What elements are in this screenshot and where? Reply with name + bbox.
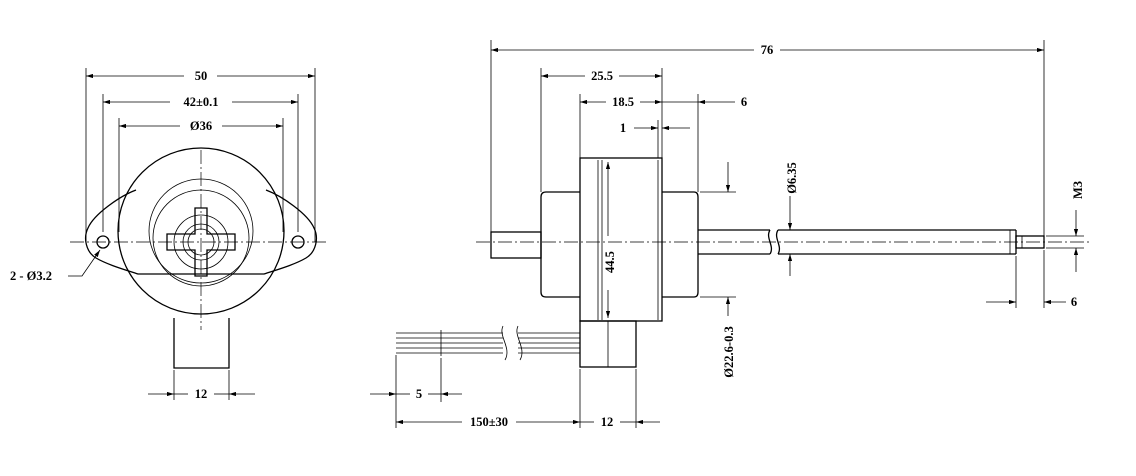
dim-body-length: 18.5 bbox=[612, 95, 634, 109]
thread-tip bbox=[1015, 235, 1045, 249]
motor-body-side bbox=[579, 157, 663, 322]
dim-front-boss: 6 bbox=[741, 95, 747, 109]
front-boss bbox=[662, 191, 699, 298]
front-ring-inner bbox=[152, 189, 250, 287]
boss-circle bbox=[173, 214, 229, 270]
shaft-circle-outer bbox=[182, 223, 220, 261]
motor-body-outline bbox=[117, 147, 285, 315]
dim-lead-length: 150±30 bbox=[470, 415, 508, 429]
side-view: 76 25.5 18.5 6 1 Ø6.35 M3 6 bbox=[370, 40, 1090, 429]
mounting-flange bbox=[85, 189, 317, 275]
mounting-hole-right bbox=[291, 235, 305, 249]
mounting-hole-left bbox=[96, 235, 110, 249]
dim-connector-width-side: 12 bbox=[601, 415, 614, 429]
dim-connector-width-front: 12 bbox=[195, 387, 208, 401]
dim-shaft-diameter: Ø6.35 bbox=[785, 162, 799, 194]
front-view: 50 42±0.1 Ø36 12 2 - Ø3.2 bbox=[10, 68, 328, 401]
dim-lead-strip: 5 bbox=[416, 387, 422, 401]
dim-thread-length: 6 bbox=[1071, 295, 1077, 309]
dim-thread: M3 bbox=[1071, 181, 1085, 199]
dim-flange-gap: 1 bbox=[620, 121, 626, 135]
front-ring-outer bbox=[148, 178, 254, 284]
dim-hole-spacing: 42±0.1 bbox=[184, 95, 219, 109]
dim-rear-to-body: 25.5 bbox=[591, 69, 613, 83]
dim-boss-diameter: Ø22.6-0.3 bbox=[722, 326, 736, 377]
dim-total-length: 76 bbox=[761, 43, 774, 57]
shaft-circle-inner bbox=[187, 228, 215, 256]
dim-body-diameter: Ø36 bbox=[190, 119, 212, 133]
dim-body-height: 44.5 bbox=[603, 251, 617, 273]
rear-shaft-stub bbox=[490, 231, 542, 259]
cross-hub bbox=[166, 207, 236, 277]
front-connector bbox=[173, 318, 230, 369]
dim-width-overall: 50 bbox=[195, 69, 208, 83]
rear-boss bbox=[540, 191, 580, 298]
wire-leads bbox=[396, 325, 580, 361]
callout-mounting-holes: 2 - Ø3.2 bbox=[10, 269, 52, 283]
